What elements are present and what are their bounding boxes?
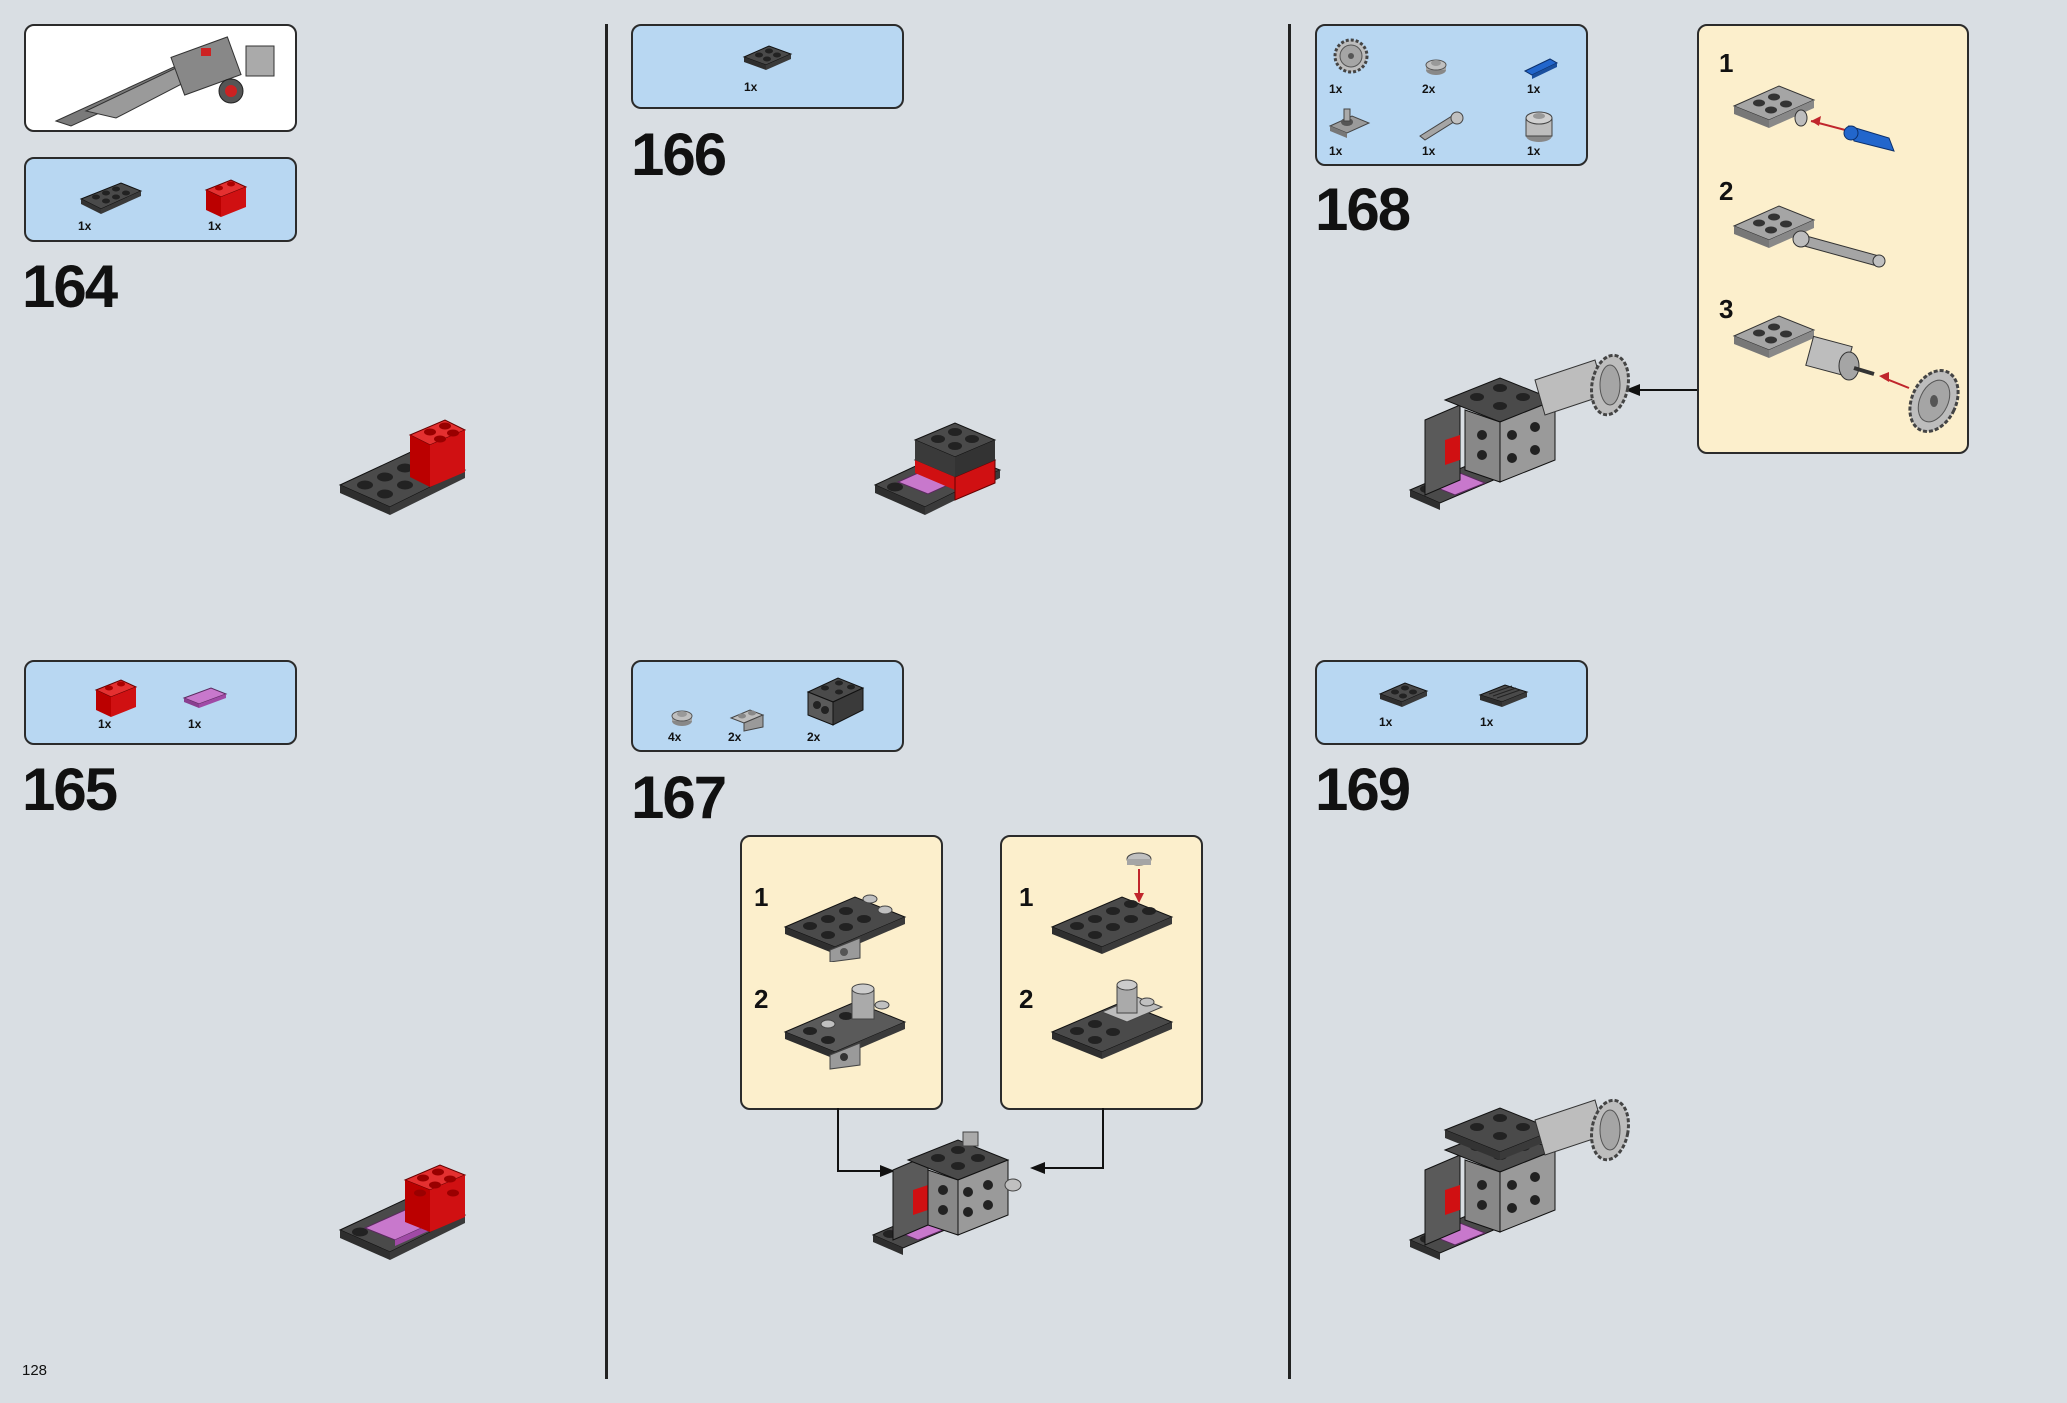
step-165-parts-panel: 1x 1x bbox=[24, 660, 297, 745]
light-gray-round-plate-icon bbox=[671, 710, 693, 726]
part-qty: 1x bbox=[1329, 82, 1343, 96]
column-divider-2 bbox=[1288, 24, 1291, 1379]
light-gray-cone-icon bbox=[1525, 111, 1553, 142]
step-167-parts-panel: 4x 2x 2x bbox=[631, 660, 904, 752]
part-qty: 1x bbox=[744, 80, 758, 94]
part-qty: 1x bbox=[1379, 715, 1393, 729]
step-166-model-icon bbox=[873, 422, 1002, 515]
step-164-model-icon bbox=[338, 419, 467, 515]
column-divider-1 bbox=[605, 24, 608, 1379]
step-167-callout-1: 1 2 bbox=[740, 835, 943, 1110]
dark-gray-plate-2x2-icon bbox=[742, 45, 793, 70]
substep-number: 1 bbox=[754, 882, 769, 912]
step-169-model-icon bbox=[1408, 1098, 1630, 1260]
red-brick-1x2-icon bbox=[204, 179, 248, 217]
part-qty: 1x bbox=[1527, 82, 1541, 96]
plate-with-connector-substep-2-icon bbox=[1732, 205, 1886, 268]
substep-number: 1 bbox=[1019, 882, 1034, 912]
dark-gray-plate-2x2-icon bbox=[1378, 682, 1429, 707]
part-qty: 1x bbox=[1329, 144, 1343, 158]
submodel-preview-panel bbox=[24, 24, 297, 132]
gray-plate-with-hole-icon bbox=[1328, 108, 1371, 138]
step-number-164: 164 bbox=[22, 253, 118, 320]
substep-number: 2 bbox=[754, 984, 769, 1014]
dark-gray-grille-plate-icon bbox=[1478, 684, 1529, 707]
part-qty: 4x bbox=[668, 730, 682, 744]
step-166-parts-panel: 1x bbox=[631, 24, 904, 109]
part-qty: 1x bbox=[78, 219, 92, 233]
dark-gray-plate-with-round-icon bbox=[1050, 852, 1174, 954]
step-number-165: 165 bbox=[22, 756, 118, 823]
step-165-model-icon bbox=[338, 1164, 467, 1260]
step-164-parts-panel: 1x 1x bbox=[24, 157, 297, 242]
substep-number: 3 bbox=[1719, 294, 1734, 324]
dark-gray-plate-assembly-icon bbox=[1050, 979, 1174, 1059]
callout-arrow bbox=[1625, 384, 1697, 396]
part-qty: 1x bbox=[1527, 144, 1541, 158]
blue-axle-pin-icon bbox=[1523, 58, 1559, 79]
submodel-preview-icon bbox=[54, 36, 275, 127]
part-qty: 1x bbox=[1480, 715, 1494, 729]
step-168-model-icon bbox=[1408, 353, 1630, 510]
dark-gray-bracket-2x2-icon bbox=[806, 677, 865, 726]
part-qty: 1x bbox=[98, 717, 112, 731]
part-qty: 1x bbox=[1422, 144, 1436, 158]
callout-arrow-connector bbox=[837, 1108, 1104, 1177]
light-gray-gear-icon bbox=[1333, 38, 1369, 74]
light-gray-round-plate-icon bbox=[1425, 59, 1447, 75]
dark-gray-bracket-assembly-icon bbox=[783, 894, 907, 962]
step-167-callout-2: 1 2 bbox=[1000, 835, 1203, 1110]
plate-with-gear-substep-3-icon bbox=[1732, 315, 1960, 433]
substep-number: 2 bbox=[1019, 984, 1034, 1014]
part-qty: 2x bbox=[728, 730, 742, 744]
substep-number: 2 bbox=[1719, 176, 1734, 206]
part-qty: 2x bbox=[1422, 82, 1436, 96]
plate-with-pin-substep-1-icon bbox=[1732, 85, 1895, 152]
step-number-168: 168 bbox=[1315, 176, 1411, 243]
purple-tile-1x2-icon bbox=[182, 687, 228, 708]
substep-number: 1 bbox=[1719, 48, 1734, 78]
step-number-169: 169 bbox=[1315, 756, 1411, 823]
red-brick-1x2-icon bbox=[94, 679, 138, 717]
part-qty: 1x bbox=[188, 717, 202, 731]
page-number: 128 bbox=[22, 1362, 48, 1379]
step-number-166: 166 bbox=[631, 121, 727, 188]
step-169-parts-panel: 1x 1x bbox=[1315, 660, 1588, 745]
step-number-167: 167 bbox=[631, 764, 727, 831]
light-gray-axle-connector-icon bbox=[1419, 111, 1464, 141]
part-qty: 2x bbox=[807, 730, 821, 744]
light-gray-bracket-icon bbox=[729, 709, 765, 732]
part-qty: 1x bbox=[208, 219, 222, 233]
step-167-model-icon bbox=[871, 1131, 1022, 1255]
dark-gray-plate-2x4-icon bbox=[79, 182, 143, 214]
step-168-parts-panel: 1x 2x 1x 1x 1x 1x bbox=[1315, 24, 1588, 166]
dark-gray-bracket-assembly-step2-icon bbox=[783, 983, 907, 1070]
step-168-callout: 1 2 3 bbox=[1697, 24, 1969, 454]
